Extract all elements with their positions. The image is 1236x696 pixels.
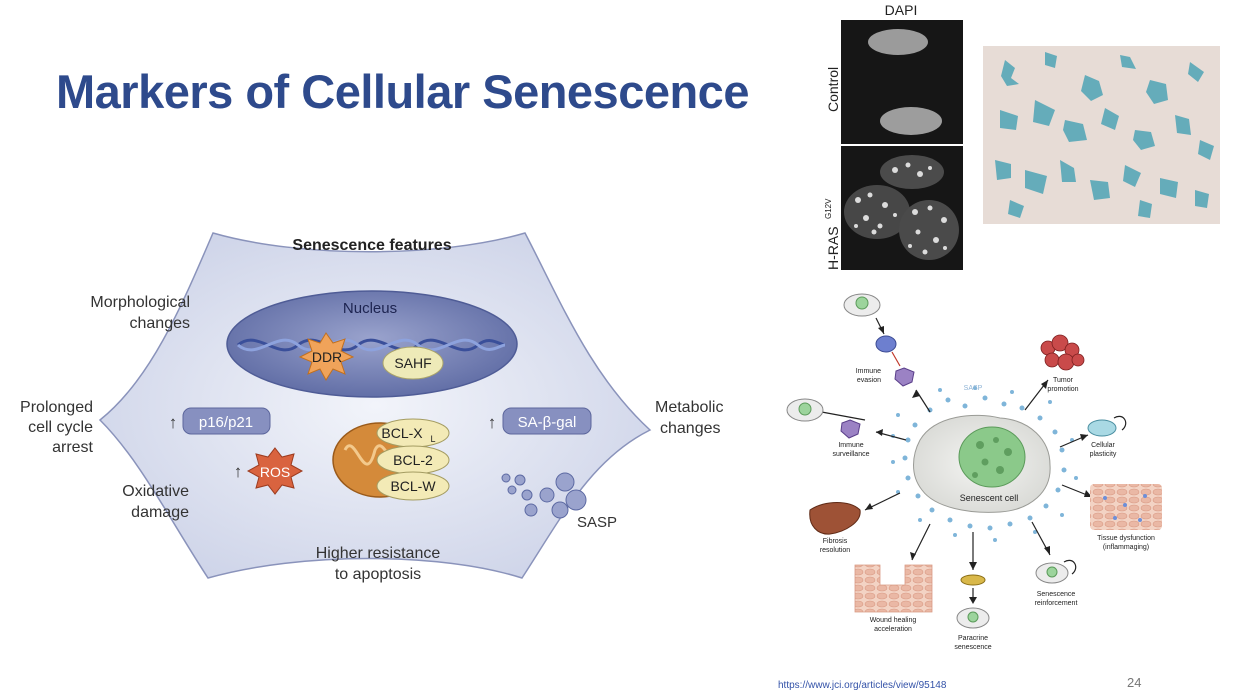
- sagal-up-arrow: ↑: [488, 413, 497, 432]
- wound-label-2: acceleration: [874, 626, 912, 633]
- paracrine-factor-icon: [960, 574, 986, 586]
- oxid-label-1: Oxidative: [122, 483, 189, 500]
- senescent-cell-label: Senescent cell: [960, 493, 1019, 503]
- bcl-xl-subscript: L: [430, 434, 435, 444]
- dapi-micrograph: DAPI Control H-RAS G12V: [824, 2, 963, 270]
- fibrosis-label-2: resolution: [820, 547, 850, 554]
- sasp-effects-diagram: Senescent cell SASP: [786, 293, 1162, 651]
- hras-nuclei: [844, 155, 959, 260]
- senescence-reinforcement-icon: [1035, 559, 1077, 584]
- tissue-label-2: (inflammaging): [1103, 544, 1149, 551]
- bcl-2-label: BCL-2: [393, 452, 433, 468]
- source-url-link[interactable]: https://www.jci.org/articles/view/95148: [778, 680, 947, 691]
- metab-label-2: changes: [660, 420, 721, 437]
- immune-evasion-label-1: Immune: [856, 368, 881, 375]
- bcl-w-label: BCL-W: [390, 478, 436, 494]
- nk-cell-icon: [875, 335, 897, 353]
- liver-icon: [809, 502, 861, 535]
- nucleus: [226, 290, 518, 398]
- morph-label-2: changes: [130, 315, 191, 332]
- plasticity-label-1: Cellular: [1091, 442, 1115, 449]
- sagal-badge: [502, 407, 592, 435]
- fibrosis-label-1: Fibrosis: [823, 538, 848, 545]
- sasp-bubbles-icon: [501, 472, 587, 519]
- cellular-plasticity-icon: [1087, 415, 1127, 437]
- features-title: Senescence features: [292, 237, 451, 254]
- wound-healing-tissue-icon: [854, 564, 933, 613]
- tumor-icon: [1040, 334, 1085, 371]
- immune-evasion-label-2: evasion: [857, 377, 881, 384]
- immune-surveillance-cell-icon: [840, 419, 861, 439]
- reinforce-label-1: Senescence: [1037, 591, 1076, 598]
- paracrine-label-1: Paracrine: [958, 635, 988, 642]
- immune-evasion-cell-icon: [894, 367, 915, 387]
- ros-burst-icon: [246, 447, 304, 495]
- plasticity-label-2: plasticity: [1090, 451, 1117, 458]
- arrest-label-3: arrest: [52, 439, 93, 456]
- arrest-label-1: Prolonged: [20, 399, 93, 416]
- paracrine-target-cell-icon: [956, 607, 990, 629]
- tumor-label-2: promotion: [1047, 386, 1078, 393]
- ros-label: ROS: [260, 464, 290, 480]
- central-nucleus-texture: [972, 437, 1012, 478]
- sagal-label: SA-β-gal: [518, 414, 577, 431]
- arrowheads: [800, 326, 1092, 570]
- paracrine-arrowhead: [969, 597, 977, 604]
- surveillance-label-1: Immune: [838, 442, 863, 449]
- control-nucleus-top: [868, 29, 928, 55]
- p16-label: p16/p21: [199, 414, 253, 431]
- sasp-small-label: SASP: [964, 385, 983, 392]
- metab-label-1: Metabolic: [655, 399, 723, 416]
- wound-label-1: Wound healing: [870, 617, 917, 624]
- tissue-dysfunction-icon: [1090, 484, 1162, 530]
- control-label: Control: [825, 67, 841, 112]
- nucleus-label: Nucleus: [343, 300, 397, 317]
- central-nucleus: [958, 426, 1026, 488]
- paracrine-label-2: senescence: [954, 644, 991, 651]
- resist-label-1: Higher resistance: [316, 545, 441, 562]
- sasp-dots: [891, 386, 1078, 542]
- resist-label-2: to apoptosis: [335, 566, 421, 583]
- hras-label: H-RAS: [825, 226, 841, 270]
- sasp-label: SASP: [577, 514, 617, 531]
- p16-up-arrow: ↑: [169, 413, 178, 432]
- ros-up-arrow: ↑: [234, 462, 243, 481]
- slide-title: Markers of Cellular Senescence: [56, 65, 749, 118]
- sahf-badge: [382, 346, 444, 380]
- p16-badge: [182, 407, 271, 435]
- reinforce-label-2: reinforcement: [1035, 600, 1078, 607]
- ddr-label: DDR: [312, 349, 342, 365]
- sa-beta-gal-stain-photo: [983, 46, 1220, 224]
- arrest-label-2: cell cycle: [28, 419, 93, 436]
- senescence-features-figure: Senescence features Nucleus DDR SAHF ↑ p…: [20, 232, 723, 583]
- hras-superscript: G12V: [824, 198, 833, 219]
- dna-helix-icon: [237, 338, 506, 352]
- bcl-xl-label: BCL-X: [381, 425, 423, 441]
- tissue-label-1: Tissue dysfunction: [1097, 535, 1155, 542]
- sahf-label: SAHF: [394, 355, 431, 371]
- dapi-label: DAPI: [885, 2, 918, 18]
- morph-label-1: Morphological: [90, 294, 190, 311]
- surveillance-label-2: surveillance: [833, 451, 870, 458]
- senescent-cell-shape: [98, 232, 652, 579]
- control-nucleus-bottom: [880, 107, 942, 135]
- immune-cell-top-icon: [843, 293, 881, 317]
- ddr-burst-icon: [298, 332, 355, 381]
- bcl-w-badge: [376, 471, 450, 501]
- oxid-label-2: damage: [131, 504, 189, 521]
- target-cell-left-icon: [786, 398, 824, 422]
- page-number: 24: [1127, 675, 1142, 690]
- tumor-label-1: Tumor: [1053, 377, 1074, 384]
